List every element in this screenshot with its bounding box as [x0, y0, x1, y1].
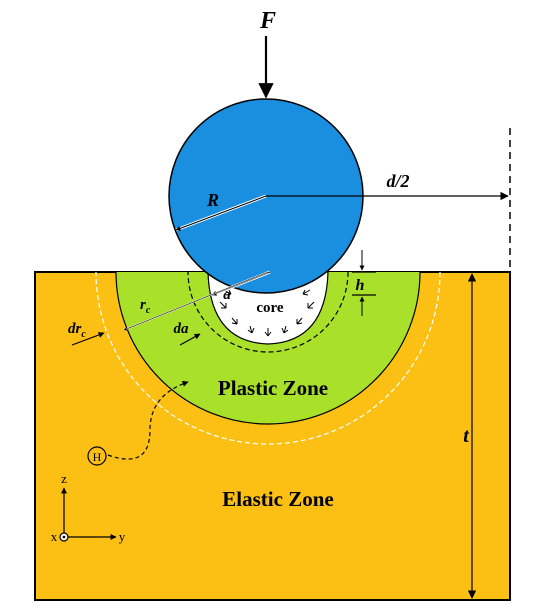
elastic-zone-label: Elastic Zone — [222, 487, 333, 511]
zone-radius-label: rc — [140, 297, 151, 316]
thickness-label: t — [463, 425, 470, 447]
force-label: F — [259, 8, 276, 34]
core-label: core — [256, 300, 284, 316]
plastic-zone-label: Plastic Zone — [218, 376, 328, 400]
zone-increment-arrow — [71, 332, 105, 346]
contact-increment-label: da — [174, 321, 190, 337]
z-axis-label: z — [61, 471, 67, 486]
depth-label: h — [356, 277, 365, 294]
radius-label: R — [206, 190, 219, 210]
contact-increment-arrow — [179, 333, 201, 346]
half-spacing-label: d/2 — [386, 171, 409, 191]
contact-radius-label: a — [223, 287, 231, 303]
core-pressure-arrows — [219, 289, 315, 337]
hydrogen-path — [107, 380, 189, 460]
y-axis-label: y — [119, 529, 126, 544]
zone-increment-label: drc — [68, 321, 86, 340]
plastic-zone-region — [115, 272, 421, 425]
x-axis-label: x — [51, 529, 58, 544]
hydrogen-circle — [87, 446, 107, 466]
core-region — [207, 272, 329, 345]
hydrogen-label: H — [93, 450, 102, 464]
